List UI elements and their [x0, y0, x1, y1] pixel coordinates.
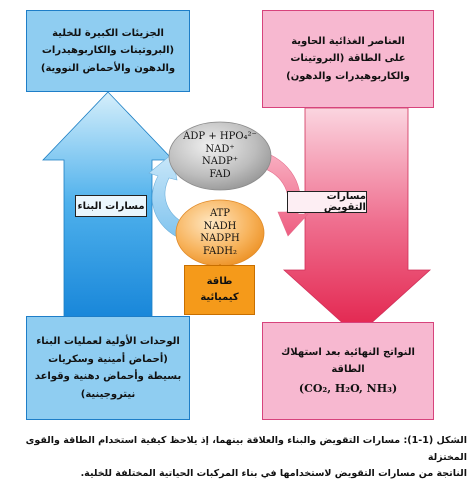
nutrients-box: العناصر الغذائية الحاوية على الطاقة (الب…	[262, 10, 434, 108]
catabolic-arrow	[282, 107, 432, 337]
chemical-energy-box: طاقة كيميائية	[184, 265, 255, 315]
building-blocks-line-3: بسيطة وأحماض دهنية وقواعد	[34, 371, 182, 382]
macromolecules-line-3: والدهون والأحماض النووية)	[40, 62, 176, 74]
nutrients-line-2: على الطاقة (البروتينات	[290, 53, 406, 65]
end-products-formula: (CO₂, H₂O, NH₃)	[298, 381, 398, 395]
macromolecules-line-2: (البروتينات والكاربوهيدرات	[41, 45, 175, 57]
figure-caption: الشكل (1-1): مسارات التقويض والبناء والع…	[4, 433, 467, 483]
building-blocks-line-1: الوحدات الأولية لعمليات البناء	[36, 336, 180, 347]
caption-line-2: الناتجة من مسارات التقويض لاستخدامها في …	[80, 468, 467, 480]
macromolecules-line-1: الجزيئات الكبيرة للخلية	[52, 27, 164, 39]
low-energy-ellipse	[168, 121, 272, 191]
chemical-energy-line-1: طاقة	[206, 276, 233, 287]
anabolic-pathway-label: مسارات البناء	[75, 195, 147, 217]
nutrients-line-1: العناصر الغذائية الحاوية	[291, 35, 405, 47]
molecule-fadh2: FADH₂	[202, 245, 238, 257]
end-products-line-1: النواتج النهائية بعد استهلاك	[281, 346, 415, 358]
end-products-line-2: الطاقة	[331, 364, 365, 376]
low-energy-molecules: ADP + HPO₄²⁻ NAD⁺ NADP⁺ FAD	[170, 124, 270, 188]
molecule-adp: ADP + HPO₄²⁻	[183, 131, 257, 142]
end-products-box: النواتج النهائية بعد استهلاك الطاقة (CO₂…	[262, 322, 434, 420]
building-blocks-line-4: نيتروجينية)	[80, 388, 136, 400]
building-blocks-box: الوحدات الأولية لعمليات البناء (أحماض أم…	[26, 316, 190, 420]
molecule-nadh: NADH	[203, 220, 237, 232]
macromolecules-box: الجزيئات الكبيرة للخلية (البروتينات والك…	[26, 10, 190, 92]
right-curved-arrow	[255, 149, 309, 237]
building-blocks-line-2: (أحماض أمينية وسكريات	[48, 353, 168, 365]
caption-line-1: الشكل (1-1): مسارات التقويض والبناء والع…	[25, 435, 467, 463]
molecule-nadp: NADP⁺	[202, 156, 238, 167]
nutrients-line-3: والكاربوهيدرات والدهون)	[286, 70, 410, 82]
molecule-nad: NAD⁺	[205, 143, 235, 155]
molecule-nadph: NADPH	[200, 233, 240, 244]
high-energy-molecules: ATP NADH NADPH FADH₂	[176, 202, 264, 264]
molecule-atp: ATP	[209, 208, 231, 219]
catabolic-pathway-label: مسارات التقويض	[287, 191, 367, 213]
chemical-energy-line-2: كيميائية	[200, 292, 239, 303]
molecule-fad: FAD	[209, 168, 231, 180]
